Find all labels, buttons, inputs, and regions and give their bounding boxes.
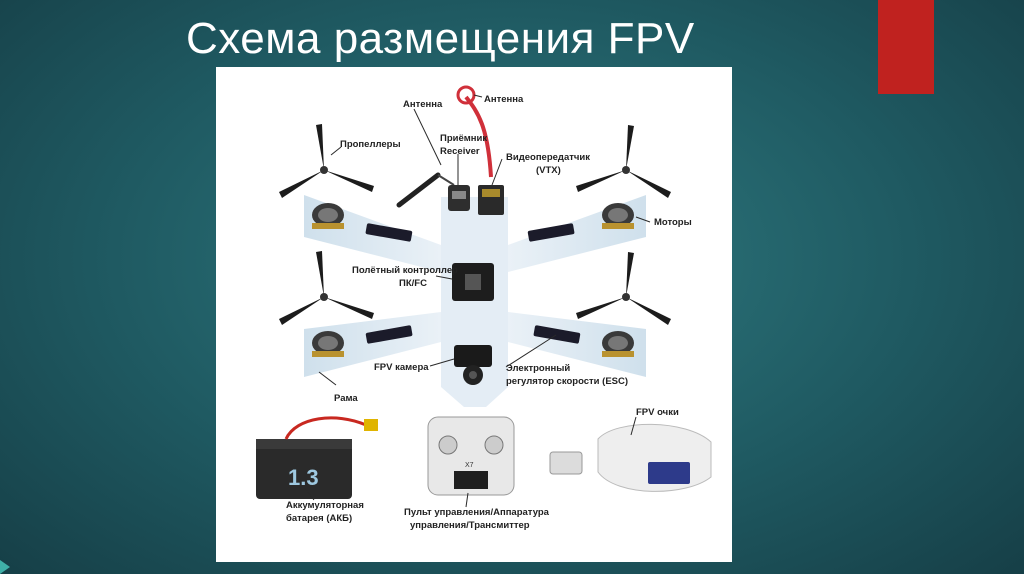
label-esc-1: Электронный	[506, 363, 570, 374]
motor-icon	[312, 203, 344, 229]
receiver-icon	[448, 185, 470, 211]
propeller-icon	[279, 251, 374, 325]
label-antenna-top: Антенна	[484, 94, 524, 105]
transmitter-icon: X7	[427, 416, 515, 496]
esc-icon	[365, 223, 581, 344]
motor-icon	[602, 203, 634, 229]
accent-block	[878, 0, 934, 94]
label-battery-1: Аккумуляторная	[286, 500, 364, 511]
label-antenna-left: Антенна	[403, 99, 443, 110]
battery-capacity: 1.3	[288, 465, 319, 490]
label-fc-1: Полётный контроллер	[352, 265, 458, 276]
antenna-icon	[396, 172, 455, 208]
label-fpv-goggles: FPV очки	[636, 407, 679, 418]
transmitter-model: X7	[465, 462, 474, 469]
label-battery-2: батарея (АКБ)	[286, 513, 352, 524]
label-transmitter-1: Пульт управления/Аппаратура	[404, 507, 550, 518]
label-receiver-2: Receiver	[440, 146, 480, 157]
label-fpv-camera: FPV камера	[374, 362, 429, 373]
leader-lines	[303, 94, 651, 508]
flight-controller-icon	[452, 263, 494, 301]
motor-icon	[312, 331, 344, 357]
label-esc-2: регулятор скорости (ESC)	[506, 376, 628, 387]
label-vtx-2: (VTX)	[536, 165, 561, 176]
label-propellers: Пропеллеры	[340, 139, 401, 150]
label-vtx-1: Видеопередатчик	[506, 152, 590, 163]
fpv-diagram: 1.3 X7 Антенна Антенна Приёмник Receiver…	[256, 85, 712, 531]
battery-icon: 1.3	[256, 416, 378, 499]
label-transmitter-2: управления/Трансмиттер	[410, 520, 530, 531]
diagram-panel: 1.3 X7 Антенна Антенна Приёмник Receiver…	[216, 67, 732, 562]
propeller-icon	[576, 125, 671, 198]
label-frame: Рама	[334, 393, 358, 404]
propeller-icon	[279, 124, 374, 198]
slide-title: Схема размещения FPV	[186, 14, 695, 63]
propeller-icon	[576, 252, 671, 325]
fpv-camera-icon	[454, 345, 492, 385]
label-fc-2: ПК/FC	[399, 278, 427, 289]
vtx-icon	[478, 185, 504, 215]
label-receiver-1: Приёмник	[440, 133, 487, 144]
motor-icon	[602, 331, 634, 357]
corner-arrow-icon	[0, 560, 10, 574]
label-motors: Моторы	[654, 217, 692, 228]
goggles-icon	[549, 423, 712, 492]
